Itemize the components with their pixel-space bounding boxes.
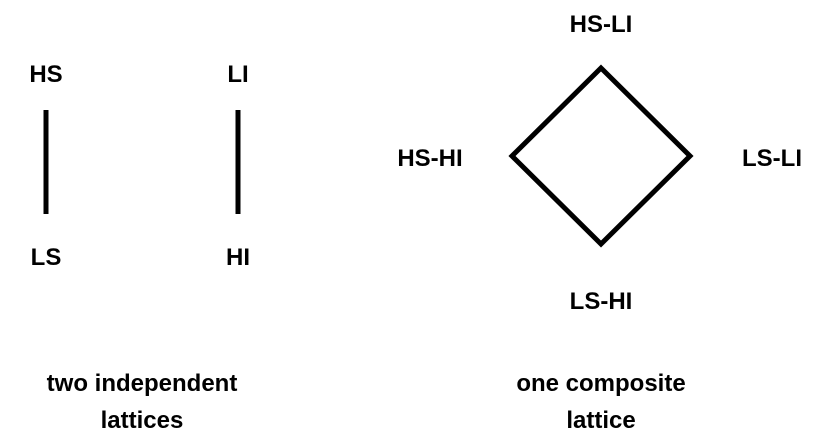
node-label-ls-li: LS-LI [742, 145, 802, 172]
caption-composite-line1: one composite [516, 370, 685, 397]
lattice-hs-ls: HS LS [29, 61, 62, 271]
composite-lattice-diamond [508, 64, 694, 248]
node-label-ls-hi: LS-HI [570, 288, 633, 315]
node-label-li: LI [227, 61, 248, 88]
caption-independent-line2: lattices [101, 407, 184, 434]
node-label-hi: HI [226, 244, 250, 271]
node-label-hs-li: HS-LI [570, 11, 633, 38]
node-label-hs-hi: HS-HI [397, 145, 462, 172]
lattice-li-hi: LI HI [226, 61, 250, 271]
caption-independent-line1: two independent [47, 370, 238, 397]
composite-lattice-group: HS-LI HS-HI LS-LI LS-HI one composite la… [397, 11, 802, 434]
independent-lattices-group: HS LS LI HI two independent lattices [29, 61, 250, 434]
node-label-hs: HS [29, 61, 62, 88]
caption-composite-line2: lattice [566, 407, 635, 434]
node-label-ls: LS [31, 244, 62, 271]
